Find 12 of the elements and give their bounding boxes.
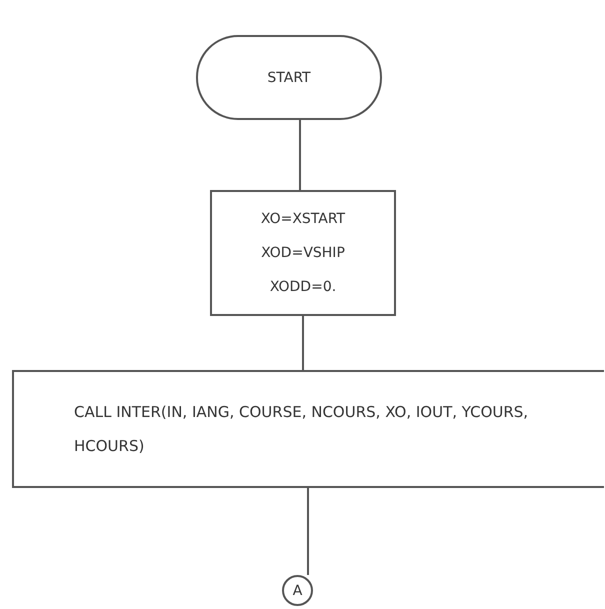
connector-line: [299, 120, 301, 190]
node-text: START: [267, 70, 311, 86]
node-text: XODD=0.: [270, 279, 336, 295]
node-text: XO=XSTART: [260, 211, 346, 227]
connector-circle: [282, 575, 313, 606]
connector-line: [307, 488, 309, 575]
node-text: A: [292, 582, 302, 598]
process-box: [12, 370, 604, 488]
connector-line: [302, 316, 304, 370]
node-text: XOD=VSHIP: [261, 245, 345, 261]
node-text: CALL INTER(IN, IANG, COURSE, NCOURS, XO, IOUT, YCOURS, HCOURS): [74, 402, 530, 457]
process-box: [210, 190, 396, 316]
